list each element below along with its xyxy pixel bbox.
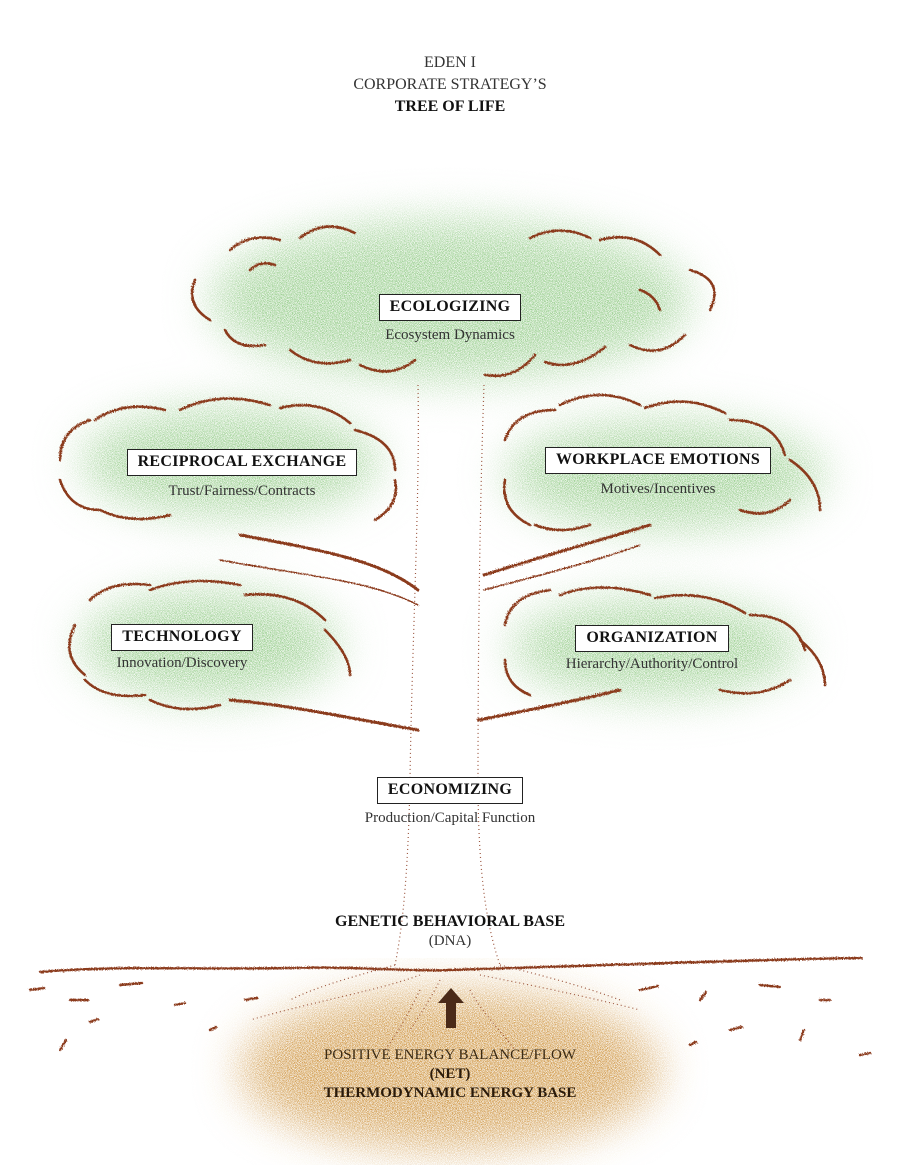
- energy-line-2: (NET): [429, 1066, 471, 1082]
- node-technology-label: TECHNOLOGY: [111, 624, 253, 651]
- roots: [249, 974, 641, 1031]
- node-ecologizing-sub: Ecosystem Dynamics: [385, 327, 515, 343]
- genetic-base-label: GENETIC BEHAVIORAL BASE: [335, 913, 565, 930]
- title-line-3: TREE OF LIFE: [394, 98, 506, 115]
- node-economizing-label: ECONOMIZING: [376, 777, 524, 804]
- node-economizing-sub: Production/Capital Function: [364, 810, 536, 826]
- node-organization-sub: Hierarchy/Authority/Control: [565, 656, 739, 672]
- trunk: [289, 384, 621, 1051]
- diagram-title: EDEN I CORPORATE STRATEGY’S TREE OF LIFE: [0, 52, 900, 118]
- node-organization-label: ORGANIZATION: [575, 625, 729, 652]
- energy-base: POSITIVE ENERGY BALANCE/FLOW (NET) THERM…: [0, 1046, 900, 1103]
- title-line-1: EDEN I: [424, 54, 476, 71]
- energy-line-1: POSITIVE ENERGY BALANCE/FLOW: [324, 1047, 576, 1063]
- cloud-outlines: [58, 225, 827, 711]
- node-ecologizing-label: ECOLOGIZING: [378, 294, 522, 321]
- node-technology: TECHNOLOGY Innovation/Discovery: [46, 624, 318, 672]
- node-ecologizing: ECOLOGIZING Ecosystem Dynamics: [300, 294, 600, 344]
- energy-soil: [240, 990, 660, 1150]
- node-economizing: ECONOMIZING Production/Capital Function: [300, 777, 600, 827]
- node-reciprocal-exchange-label: RECIPROCAL EXCHANGE: [126, 449, 358, 476]
- energy-arrow-icon: [438, 988, 464, 1028]
- node-workplace-emotions-sub: Motives/Incentives: [600, 481, 716, 497]
- node-workplace-emotions-label: WORKPLACE EMOTIONS: [544, 447, 772, 474]
- node-technology-sub: Innovation/Discovery: [116, 655, 248, 671]
- genetic-base-sub: (DNA): [428, 933, 472, 949]
- branches: [219, 523, 652, 732]
- ground-line: [28, 956, 872, 1057]
- energy-line-3: THERMODYNAMIC ENERGY BASE: [323, 1085, 577, 1101]
- node-reciprocal-exchange: RECIPROCAL EXCHANGE Trust/Fairness/Contr…: [92, 449, 392, 500]
- node-reciprocal-exchange-sub: Trust/Fairness/Contracts: [168, 483, 316, 499]
- title-line-2: CORPORATE STRATEGY’S: [353, 76, 547, 93]
- node-workplace-emotions: WORKPLACE EMOTIONS Motives/Incentives: [508, 447, 808, 498]
- genetic-behavioral-base: GENETIC BEHAVIORAL BASE (DNA): [250, 913, 650, 950]
- node-organization: ORGANIZATION Hierarchy/Authority/Control: [502, 625, 802, 673]
